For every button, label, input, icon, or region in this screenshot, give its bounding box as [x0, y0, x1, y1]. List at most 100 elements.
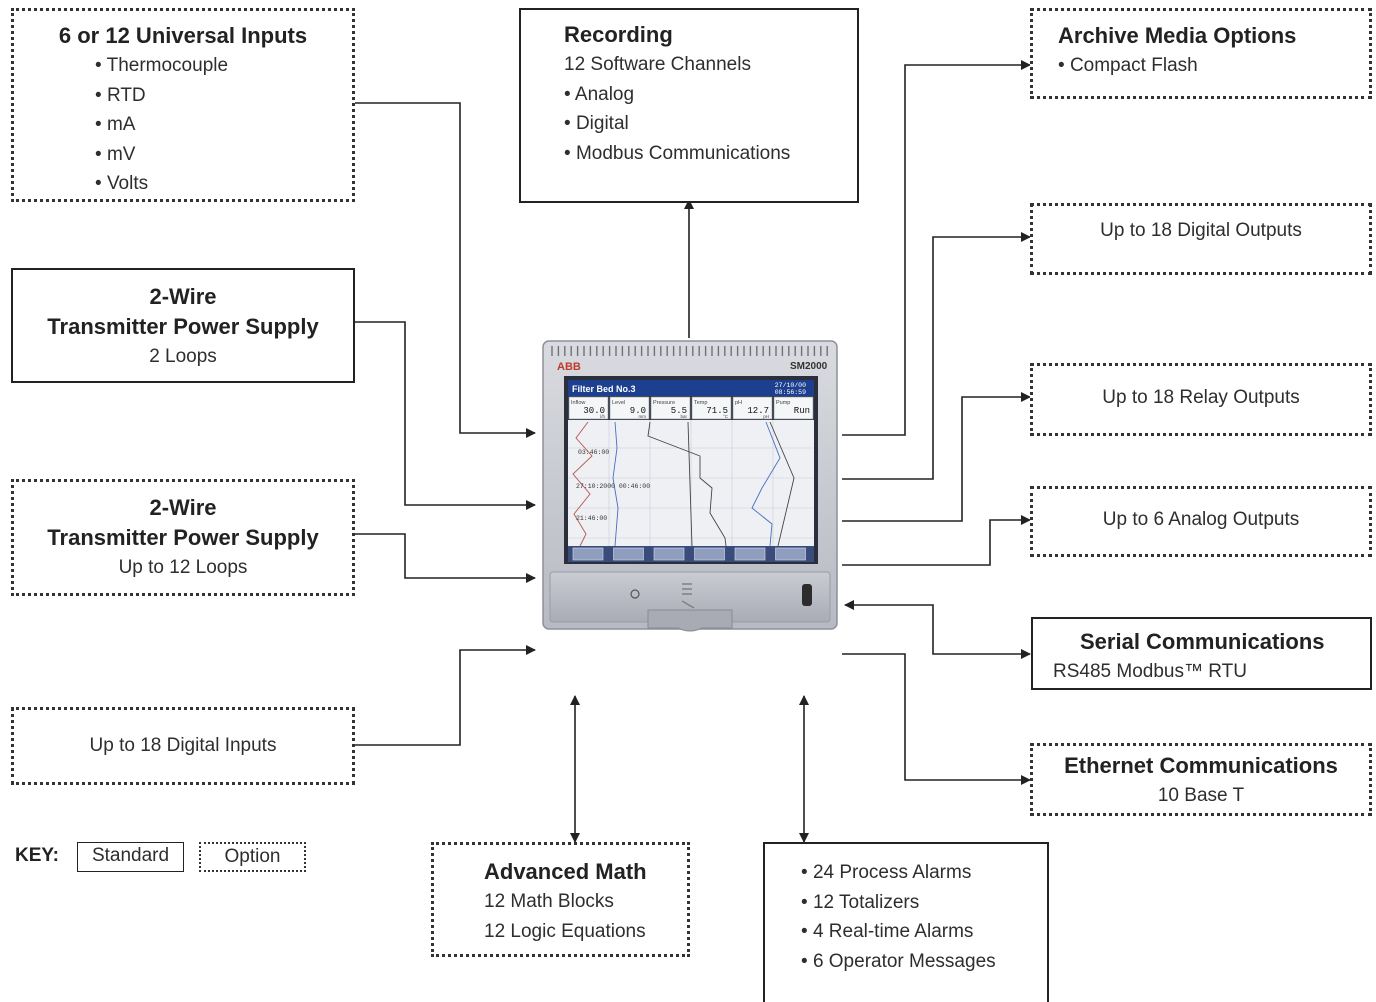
- channel-value: 30.0: [583, 406, 605, 416]
- archive-media-title: Archive Media Options: [1058, 23, 1297, 48]
- softkey-button: [653, 547, 685, 561]
- channel-unit: l/h: [600, 414, 605, 419]
- tps-option-title-1: 2-Wire: [149, 495, 217, 520]
- list-item: Compact Flash: [1058, 51, 1369, 81]
- softkey-button: [613, 547, 644, 561]
- tps-standard-title-1: 2-Wire: [149, 284, 217, 309]
- digital-outputs-box: Up to 18 Digital Outputs: [1030, 203, 1372, 275]
- connector-ethernet: [842, 653, 1031, 785]
- channel-tile: [773, 396, 814, 420]
- power-icon: [630, 589, 640, 599]
- tps-standard-sub: 2 Loops: [149, 346, 217, 367]
- serial-comms-title: Serial Communications: [1080, 629, 1325, 654]
- tps-option-title-2: Transmitter Power Supply: [47, 525, 319, 550]
- list-item: Analog: [564, 80, 857, 110]
- list-item: Digital: [564, 109, 857, 139]
- channel-value: 9.0: [630, 406, 646, 416]
- device-model: SM2000: [790, 361, 828, 372]
- device-brand: ABB: [557, 361, 581, 373]
- recording-subtitle: 12 Software Channels: [564, 54, 751, 75]
- advanced-math-box: Advanced Math 12 Math Blocks 12 Logic Eq…: [431, 842, 690, 957]
- list-item: 24 Process Alarms: [801, 858, 1047, 888]
- ethernet-comms-title: Ethernet Communications: [1064, 753, 1338, 778]
- relay-outputs-label: Up to 18 Relay Outputs: [1102, 386, 1300, 408]
- channel-tile: [568, 396, 609, 420]
- channel-name: Pump: [776, 400, 790, 406]
- advanced-math-line-2: 12 Logic Equations: [484, 920, 646, 942]
- digital-inputs-label: Up to 18 Digital Inputs: [89, 735, 277, 757]
- chart-time-1: 03:46:00: [578, 449, 609, 456]
- universal-inputs-title: 6 or 12 Universal Inputs: [58, 23, 308, 48]
- analog-outputs-box: Up to 6 Analog Outputs: [1030, 486, 1372, 557]
- key-standard: Standard: [77, 842, 184, 872]
- archive-media-list: Compact Flash: [1058, 51, 1369, 81]
- channel-unit: mm: [639, 414, 647, 419]
- recording-box: Recording 12 Software Channels Analog Di…: [519, 8, 859, 203]
- key-option: Option: [199, 842, 306, 872]
- relay-outputs-box: Up to 18 Relay Outputs: [1030, 363, 1372, 436]
- list-item: Thermocouple: [95, 51, 352, 81]
- channel-name: Inflow: [571, 400, 585, 406]
- connector-tps-option: [355, 533, 536, 583]
- channel-name: Pressure: [653, 400, 675, 406]
- channel-value: Run: [794, 406, 810, 416]
- universal-inputs-box: 6 or 12 Universal Inputs Thermocouple RT…: [11, 8, 355, 202]
- eject-icon: [681, 583, 695, 609]
- tps-standard-box: 2-Wire Transmitter Power Supply 2 Loops: [11, 268, 355, 383]
- softkey-button: [775, 547, 806, 561]
- card-slot: [802, 584, 812, 606]
- softkey-button: [694, 547, 725, 561]
- channel-tile: [650, 396, 691, 420]
- recording-title: Recording: [564, 22, 673, 47]
- screen-time: 08:56:59: [775, 389, 806, 396]
- connector-digital-outputs: [842, 232, 1031, 480]
- channel-value: 5.5: [671, 406, 687, 416]
- list-item: 6 Operator Messages: [801, 947, 1047, 977]
- channel-value: 12.7: [747, 406, 769, 416]
- list-item: mA: [95, 110, 352, 140]
- advanced-math-line-1: 12 Math Blocks: [484, 891, 614, 912]
- tps-option-box: 2-Wire Transmitter Power Supply Up to 12…: [11, 479, 355, 596]
- chart-time-2: 27:10:2000 00:46:00: [576, 483, 650, 490]
- channel-unit: pH: [763, 414, 769, 419]
- alarms-box: 24 Process Alarms 12 Totalizers 4 Real-t…: [763, 842, 1049, 1002]
- connector-serial: [844, 600, 1031, 659]
- screen-title: Filter Bed No.3: [572, 384, 636, 394]
- connector-digital-inputs: [355, 645, 536, 746]
- channel-name: Temp: [694, 400, 707, 406]
- connector-analog-outputs: [842, 515, 1031, 566]
- channel-tile: [609, 396, 650, 420]
- connector-archive: [842, 60, 1031, 436]
- analog-outputs-label: Up to 6 Analog Outputs: [1102, 508, 1300, 530]
- ethernet-comms-box: Ethernet Communications 10 Base T: [1030, 743, 1372, 816]
- list-item: 12 Totalizers: [801, 888, 1047, 918]
- recording-list: Analog Digital Modbus Communications: [564, 80, 857, 169]
- advanced-math-title: Advanced Math: [484, 859, 647, 884]
- channel-value: 71.5: [706, 406, 728, 416]
- connector-universal-inputs: [355, 102, 536, 438]
- channel-unit: °C: [723, 414, 729, 419]
- archive-media-box: Archive Media Options Compact Flash: [1030, 8, 1372, 99]
- tps-standard-title-2: Transmitter Power Supply: [47, 314, 319, 339]
- list-item: Volts: [95, 169, 352, 199]
- universal-inputs-list: Thermocouple RTD mA mV Volts: [95, 51, 352, 199]
- connector-relay-outputs: [842, 392, 1031, 522]
- chart-time-3: 21:46:00: [576, 515, 607, 522]
- channel-name: Level: [612, 400, 625, 406]
- digital-outputs-label: Up to 18 Digital Outputs: [1100, 220, 1302, 242]
- channel-name: pH: [735, 400, 742, 406]
- digital-inputs-box: Up to 18 Digital Inputs: [11, 707, 355, 785]
- channel-tile: [691, 396, 732, 420]
- alarms-list: 24 Process Alarms 12 Totalizers 4 Real-t…: [801, 858, 1047, 976]
- connector-tps-standard: [355, 321, 536, 510]
- list-item: 4 Real-time Alarms: [801, 917, 1047, 947]
- channel-tile: [732, 396, 773, 420]
- screen-date: 27/10/00: [775, 382, 806, 389]
- tps-option-sub: Up to 12 Loops: [118, 557, 248, 578]
- device-illustration: ABB SM2000 Filter Bed No.3 27/10/00 08:5…: [542, 340, 838, 632]
- channel-unit: bar: [680, 414, 687, 419]
- list-item: RTD: [95, 81, 352, 111]
- softkey-button: [572, 547, 604, 561]
- serial-comms-box: Serial Communications RS485 Modbus™ RTU: [1031, 617, 1372, 690]
